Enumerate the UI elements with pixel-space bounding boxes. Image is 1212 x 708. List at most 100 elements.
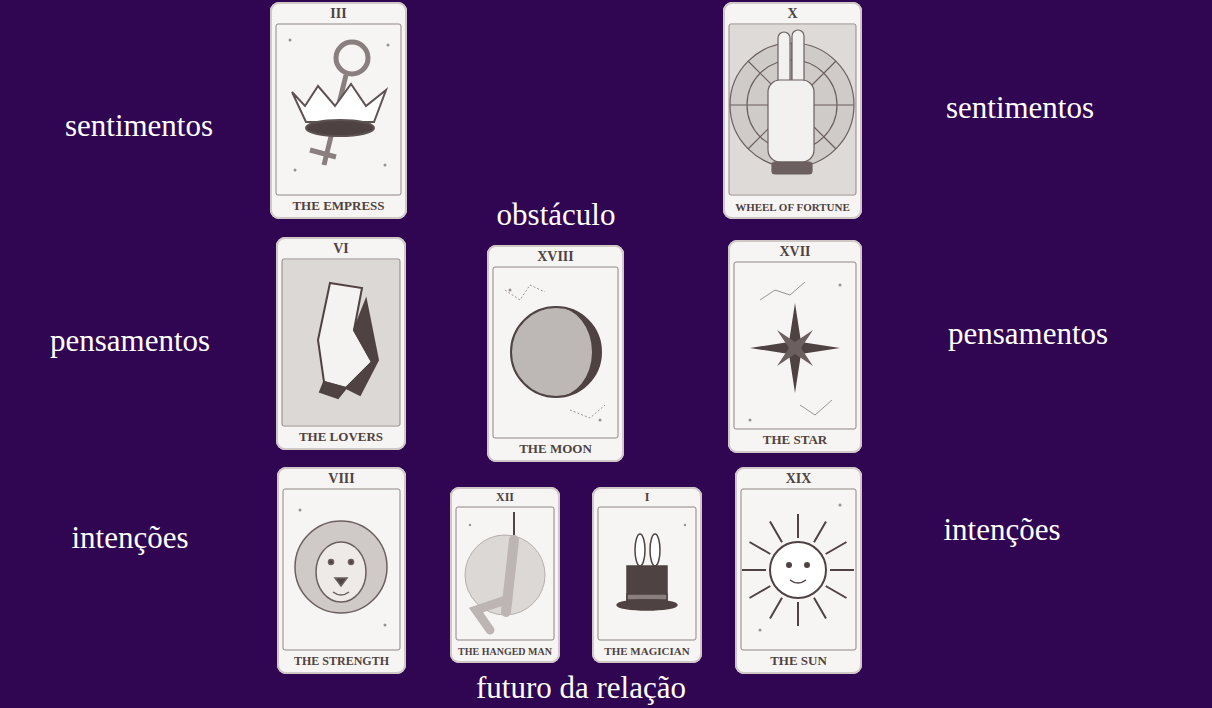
sparkles	[759, 629, 762, 632]
tarot-card: VI THE LOVERS	[276, 237, 406, 450]
sparkles	[599, 419, 602, 422]
sun-face	[742, 514, 854, 626]
strength-lion	[329, 560, 334, 565]
magician-hat	[627, 594, 667, 600]
magician-hat	[650, 534, 660, 566]
card-numeral: VI	[333, 241, 349, 256]
tarot-card: XIX THE SUN	[735, 467, 862, 674]
position-label: intenções	[71, 519, 188, 556]
card-name: THE STRENGTH	[294, 655, 389, 668]
sparkles	[387, 44, 390, 47]
sparkles	[469, 524, 471, 526]
card-name: THE SUN	[770, 654, 827, 668]
magician-hat	[617, 600, 677, 610]
card-name: THE MOON	[519, 442, 592, 456]
card-numeral: XVII	[779, 244, 810, 259]
tarot-card: XVIII THE MOON	[487, 245, 624, 462]
hanged-man	[465, 512, 545, 630]
sparkles	[839, 284, 842, 287]
sun-face	[770, 542, 826, 598]
position-label: pensamentos	[50, 322, 210, 359]
card-numeral: XII	[496, 491, 514, 504]
sun-face	[805, 563, 809, 567]
card-faces	[270, 2, 862, 674]
card-name: THE LOVERS	[299, 430, 383, 444]
empress-crown	[292, 84, 386, 122]
sparkles	[384, 164, 387, 167]
card-faces	[723, 2, 862, 219]
star-compass	[750, 303, 840, 393]
sparkles	[299, 509, 302, 512]
star-compass	[760, 282, 805, 300]
empress-crown	[292, 42, 386, 165]
moon-face	[570, 405, 605, 418]
card-name: THE EMPRESS	[292, 199, 384, 213]
position-label: pensamentos	[948, 315, 1108, 352]
lovers-hands	[346, 300, 378, 395]
card-numeral: X	[787, 6, 797, 21]
lovers-hands	[320, 382, 346, 398]
magician-hat	[617, 534, 677, 610]
card-faces	[592, 487, 702, 663]
hanged-man	[476, 600, 506, 630]
tarot-card: XVII THE STAR	[728, 240, 862, 453]
card-numeral: I	[645, 491, 650, 504]
position-label: sentimentos	[65, 107, 213, 144]
card-panels	[729, 25, 856, 194]
empress-crown	[310, 150, 336, 157]
card-frames	[276, 24, 401, 195]
card-frames	[456, 507, 554, 640]
magician-hat	[635, 534, 645, 566]
strength-lion	[316, 542, 366, 602]
strength-lion	[333, 592, 349, 595]
sparkles	[839, 504, 842, 507]
star-compass	[750, 282, 840, 415]
tarot-card: VIII THE STRENGTH	[277, 467, 406, 674]
sparkles	[749, 419, 752, 422]
card-frames	[282, 259, 400, 426]
card-faces	[270, 2, 407, 219]
card-name: WHEEL OF FORTUNE	[735, 201, 850, 213]
moon-face	[556, 307, 601, 397]
tarot-card: III THE EMPRESS	[270, 2, 407, 219]
card-frames	[729, 24, 856, 195]
moon-face	[505, 285, 605, 418]
card-name: THE MAGICIAN	[604, 645, 689, 657]
lovers-hands	[318, 283, 378, 398]
strength-lion	[349, 560, 354, 565]
star-compass	[800, 400, 832, 415]
strength-lion	[295, 521, 387, 613]
moon-face	[511, 307, 601, 397]
card-faces	[277, 467, 406, 674]
wheel-of-fortune	[730, 30, 854, 174]
card-numeral: VIII	[328, 471, 354, 486]
wheel-of-fortune	[768, 80, 814, 162]
position-label: obstáculo	[497, 196, 616, 233]
card-numeral: III	[330, 6, 346, 21]
sparkles	[684, 524, 686, 526]
card-faces	[487, 245, 624, 462]
card-faces	[728, 240, 862, 453]
moon-face	[505, 285, 545, 300]
card-numeral: XVIII	[537, 249, 574, 264]
sparkles	[384, 624, 387, 627]
empress-crown	[306, 120, 374, 136]
sparkles	[294, 169, 297, 172]
card-frames	[283, 489, 400, 650]
position-label: futuro da relação	[476, 669, 686, 706]
strength-lion	[335, 578, 347, 586]
card-faces	[276, 237, 406, 450]
sun-face	[742, 514, 854, 626]
card-frames	[598, 507, 696, 640]
magician-hat	[627, 566, 667, 604]
strength-lion	[295, 521, 387, 613]
card-faces	[450, 487, 560, 663]
position-label: sentimentos	[946, 89, 1094, 126]
card-name: THE HANGED MAN	[458, 646, 552, 657]
card-frames	[276, 24, 856, 650]
card-numeral: XIX	[786, 471, 812, 486]
wheel-of-fortune	[772, 162, 812, 174]
tarot-card: X WHEEL OF FORTUNE	[723, 2, 862, 219]
card-name: THE STAR	[763, 433, 827, 447]
